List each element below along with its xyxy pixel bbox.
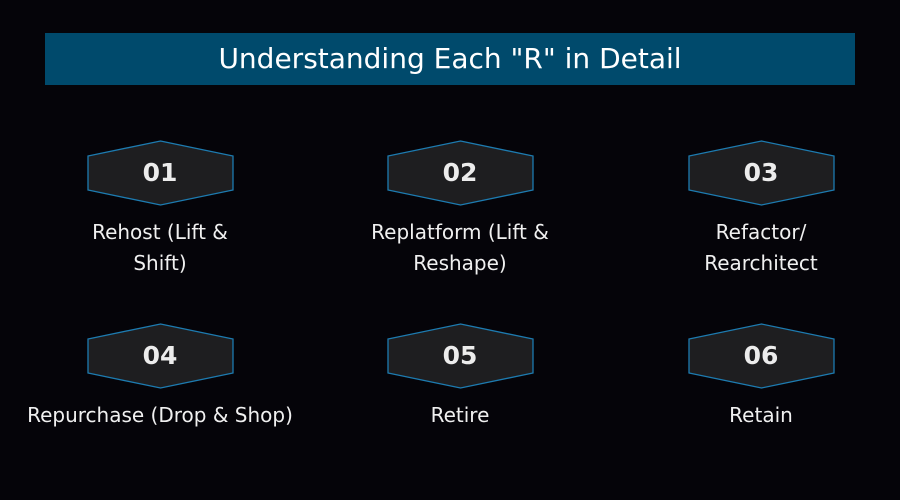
hexagon-shape-icon bbox=[687, 323, 835, 389]
step-rehost: 01 Rehost (Lift & Shift) bbox=[10, 140, 310, 279]
hexagon-badge: 03 bbox=[687, 140, 835, 206]
step-retire: 05 Retire bbox=[310, 323, 610, 431]
step-number: 01 bbox=[142, 158, 178, 187]
title-banner: Understanding Each "R" in Detail bbox=[45, 33, 855, 85]
step-label: Refactor/ Rearchitect bbox=[704, 220, 818, 275]
hexagon-shape-icon bbox=[386, 323, 534, 389]
step-retain: 06 Retain bbox=[611, 323, 900, 431]
step-label: Retain bbox=[729, 403, 793, 427]
step-number: 02 bbox=[442, 158, 478, 187]
hexagon-badge: 05 bbox=[386, 323, 534, 389]
hexagon-badge: 04 bbox=[86, 323, 234, 389]
hexagon-shape-icon bbox=[86, 323, 234, 389]
step-label: Retire bbox=[430, 403, 490, 427]
step-label: Rehost (Lift & Shift) bbox=[92, 220, 228, 275]
step-number: 03 bbox=[743, 158, 779, 187]
step-replatform: 02 Replatform (Lift & Reshape) bbox=[310, 140, 610, 279]
hexagon-shape-icon bbox=[687, 140, 835, 206]
step-number: 06 bbox=[743, 341, 779, 370]
hexagon-badge: 01 bbox=[86, 140, 234, 206]
step-repurchase: 04 Repurchase (Drop & Shop) bbox=[10, 323, 310, 431]
step-number: 04 bbox=[142, 341, 178, 370]
hexagon-badge: 06 bbox=[687, 323, 835, 389]
hexagon-shape-icon bbox=[386, 140, 534, 206]
step-number: 05 bbox=[442, 341, 478, 370]
hexagon-shape-icon bbox=[86, 140, 234, 206]
hexagon-badge: 02 bbox=[386, 140, 534, 206]
step-refactor: 03 Refactor/ Rearchitect bbox=[611, 140, 900, 279]
step-label: Replatform (Lift & Reshape) bbox=[371, 220, 549, 275]
step-label: Repurchase (Drop & Shop) bbox=[27, 403, 293, 427]
page-title: Understanding Each "R" in Detail bbox=[218, 42, 682, 75]
